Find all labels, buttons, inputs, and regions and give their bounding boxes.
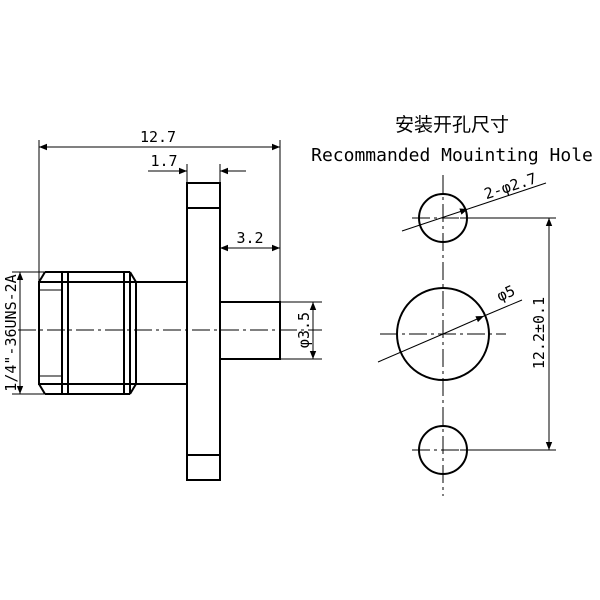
title-english: Recommanded Mouinting Hole xyxy=(311,145,593,166)
connector-side-view: 12.7 1.7 3.2 φ3.5 1/4"-36UNS xyxy=(2,128,322,481)
dim-pin-length-label: 3.2 xyxy=(236,229,263,247)
dim-pin-diameter: φ3.5 xyxy=(280,301,322,360)
dim-center-hole-label: φ5 xyxy=(494,282,518,306)
title-chinese: 安装开孔尺寸 xyxy=(395,114,509,136)
connector-body xyxy=(135,281,188,385)
dim-pin-diameter-label: φ3.5 xyxy=(295,312,313,348)
dim-overall-length-label: 12.7 xyxy=(140,128,176,146)
dim-pin-length: 3.2 xyxy=(220,229,281,302)
coupling-nut xyxy=(38,271,137,395)
dim-hole-spacing: 12.2±0.1 xyxy=(460,217,556,451)
dim-small-hole: 2-φ2.7 xyxy=(401,169,547,232)
dim-thread-label: 1/4"-36UNS-2A xyxy=(2,274,20,391)
rear-pin xyxy=(219,301,281,360)
dim-flange-thickness: 1.7 xyxy=(148,152,246,183)
dim-flange-thickness-label: 1.7 xyxy=(150,152,177,170)
dim-center-hole: φ5 xyxy=(377,282,523,363)
flange xyxy=(186,182,221,481)
dim-small-hole-label: 2-φ2.7 xyxy=(482,169,539,203)
dim-thread: 1/4"-36UNS-2A xyxy=(2,271,45,395)
dim-hole-spacing-label: 12.2±0.1 xyxy=(530,297,548,369)
mounting-hole-view: 安装开孔尺寸 Recommanded Mouinting Hole 2-φ2.7 xyxy=(311,114,593,496)
